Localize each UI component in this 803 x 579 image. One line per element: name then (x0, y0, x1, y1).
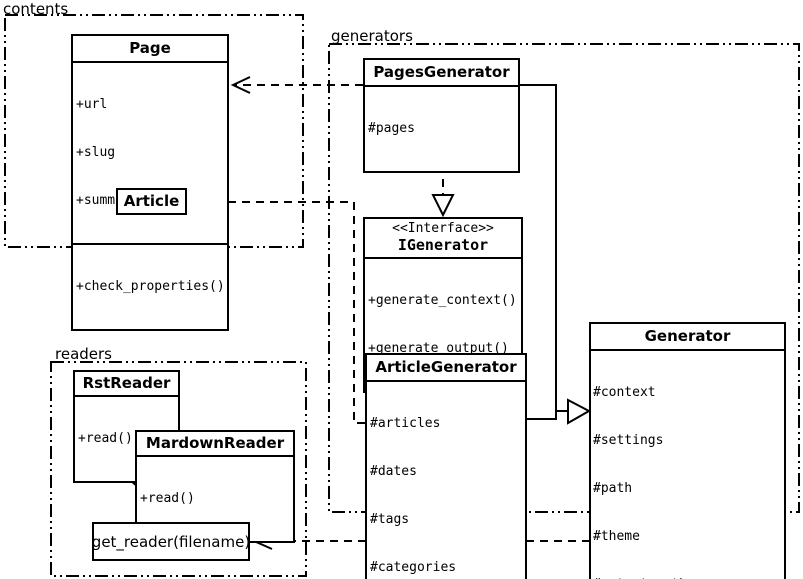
class-generator-attributes: #context #settings #path #theme #output_… (591, 349, 784, 579)
method: +read() (140, 491, 195, 506)
attribute: #articles (370, 416, 441, 431)
class-article: Article (116, 188, 187, 215)
class-page-attributes: +url +slug +summary (73, 61, 227, 243)
class-pagesgenerator-attributes: #pages (365, 85, 518, 171)
class-mardownreader-title: MardownReader (145, 434, 285, 452)
edge-pagesgenerator-depends-page (230, 76, 363, 94)
class-article-title: Article (123, 192, 180, 210)
class-articlegenerator: ArticleGenerator #articles #dates #tags … (365, 353, 527, 579)
package-border-readers (50, 361, 307, 577)
method: +generate_output() (368, 341, 509, 356)
class-igenerator-stereotype: <<Interface>> (392, 221, 494, 236)
class-igenerator-header: <<Interface>> IGenerator (365, 219, 521, 257)
function-box-get-reader: get_reader(filename) (92, 522, 250, 561)
attribute: +slug (76, 145, 116, 160)
package-label-generators: generators (331, 27, 413, 45)
attribute: #context (593, 385, 656, 400)
attribute: #dates (370, 464, 417, 479)
class-generator: Generator #context #settings #path #them… (589, 322, 786, 579)
class-pagesgenerator: PagesGenerator #pages (363, 58, 520, 173)
class-igenerator-title: IGenerator (397, 236, 489, 254)
class-page: Page +url +slug +summary +check_properti… (71, 34, 229, 331)
edge-generators-extend-generator (520, 84, 592, 425)
class-articlegenerator-attributes: #articles #dates #tags #categories (367, 380, 525, 579)
package-label-contents: contents (3, 0, 69, 18)
attribute: #settings (593, 433, 664, 448)
attribute: +url (76, 97, 108, 112)
attribute: #categories (370, 560, 457, 575)
class-pagesgenerator-title: PagesGenerator (373, 63, 510, 81)
function-box-label: get_reader(filename) (91, 532, 251, 551)
class-articlegenerator-title: ArticleGenerator (375, 358, 517, 376)
method: +generate_context() (368, 293, 517, 308)
attribute: #pages (368, 121, 415, 136)
class-mardownreader-methods: +read() (137, 455, 293, 541)
attribute: #output_path (593, 577, 782, 579)
class-igenerator-methods: +generate_context() +generate_output() (365, 257, 521, 391)
package-border-generators (328, 43, 800, 513)
attribute: #tags (370, 512, 410, 527)
package-label-readers: readers (55, 345, 112, 363)
attribute: #path (593, 481, 633, 496)
attribute: #theme (593, 529, 640, 544)
method: +read() (78, 431, 133, 446)
method: +check_properties() (76, 279, 225, 294)
class-rstreader-title: RstReader (82, 374, 171, 392)
class-page-methods: +check_properties() (73, 243, 227, 329)
class-generator-title: Generator (644, 327, 731, 345)
class-rstreader-methods: +read() (75, 395, 178, 481)
class-page-title: Page (129, 39, 171, 57)
class-rstreader: RstReader +read() (73, 370, 180, 483)
